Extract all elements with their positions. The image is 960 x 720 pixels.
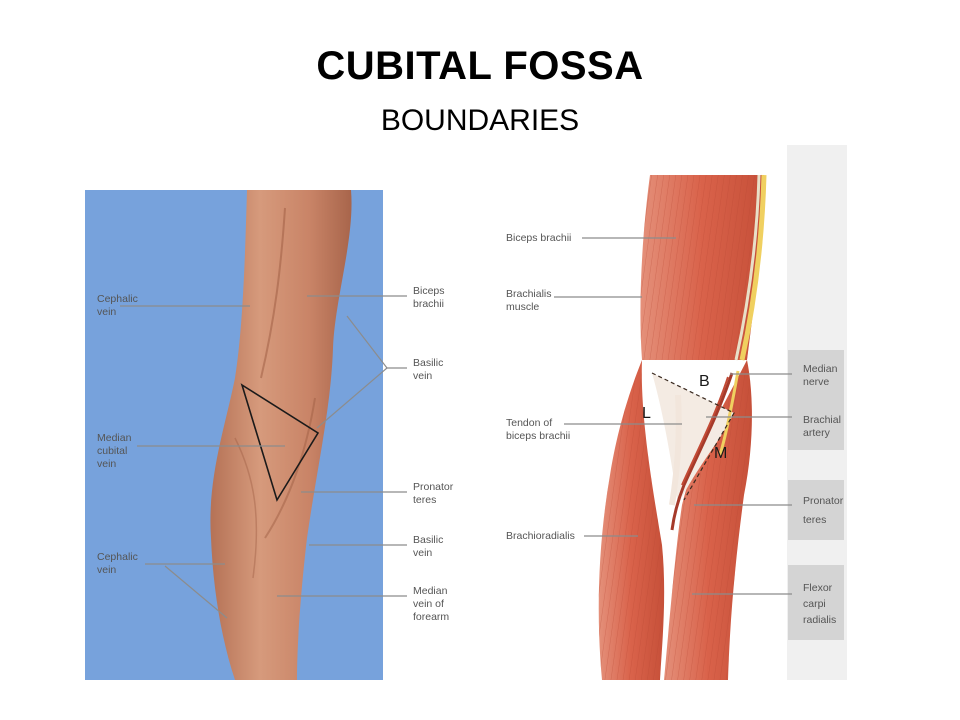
deep-anatomy-illustration: Biceps brachii Brachialis muscle Tendon … (492, 145, 852, 680)
label-brachialis-muscle: Brachialis muscle (506, 288, 554, 313)
label-pronator-teres: Pronator teres (413, 481, 456, 506)
deep-anatomy-figure: Biceps brachii Brachialis muscle Tendon … (492, 145, 852, 680)
boundary-letter-medial: M (714, 445, 727, 462)
label-biceps-brachii: Biceps brachii (413, 285, 447, 310)
label-biceps-brachii: Biceps brachii (506, 232, 571, 244)
label-basilic-vein-lower: Basilic vein (413, 534, 446, 559)
slide-subtitle: BOUNDARIES (0, 104, 960, 138)
label-median-vein-of-forearm: Median vein of forearm (413, 585, 450, 623)
surface-anatomy-figure: Cephalic vein Median cubital vein Cephal… (85, 178, 480, 680)
label-tendon-of-biceps-brachii: Tendon of biceps brachii (506, 417, 570, 442)
surface-anatomy-illustration: Cephalic vein Median cubital vein Cephal… (85, 178, 480, 680)
label-brachioradialis: Brachioradialis (506, 530, 575, 542)
label-basilic-vein-upper: Basilic vein (413, 357, 446, 382)
boundary-letter-lateral: L (642, 405, 651, 422)
boundary-letter-base: B (699, 373, 710, 390)
slide-title: CUBITAL FOSSA (0, 44, 960, 89)
